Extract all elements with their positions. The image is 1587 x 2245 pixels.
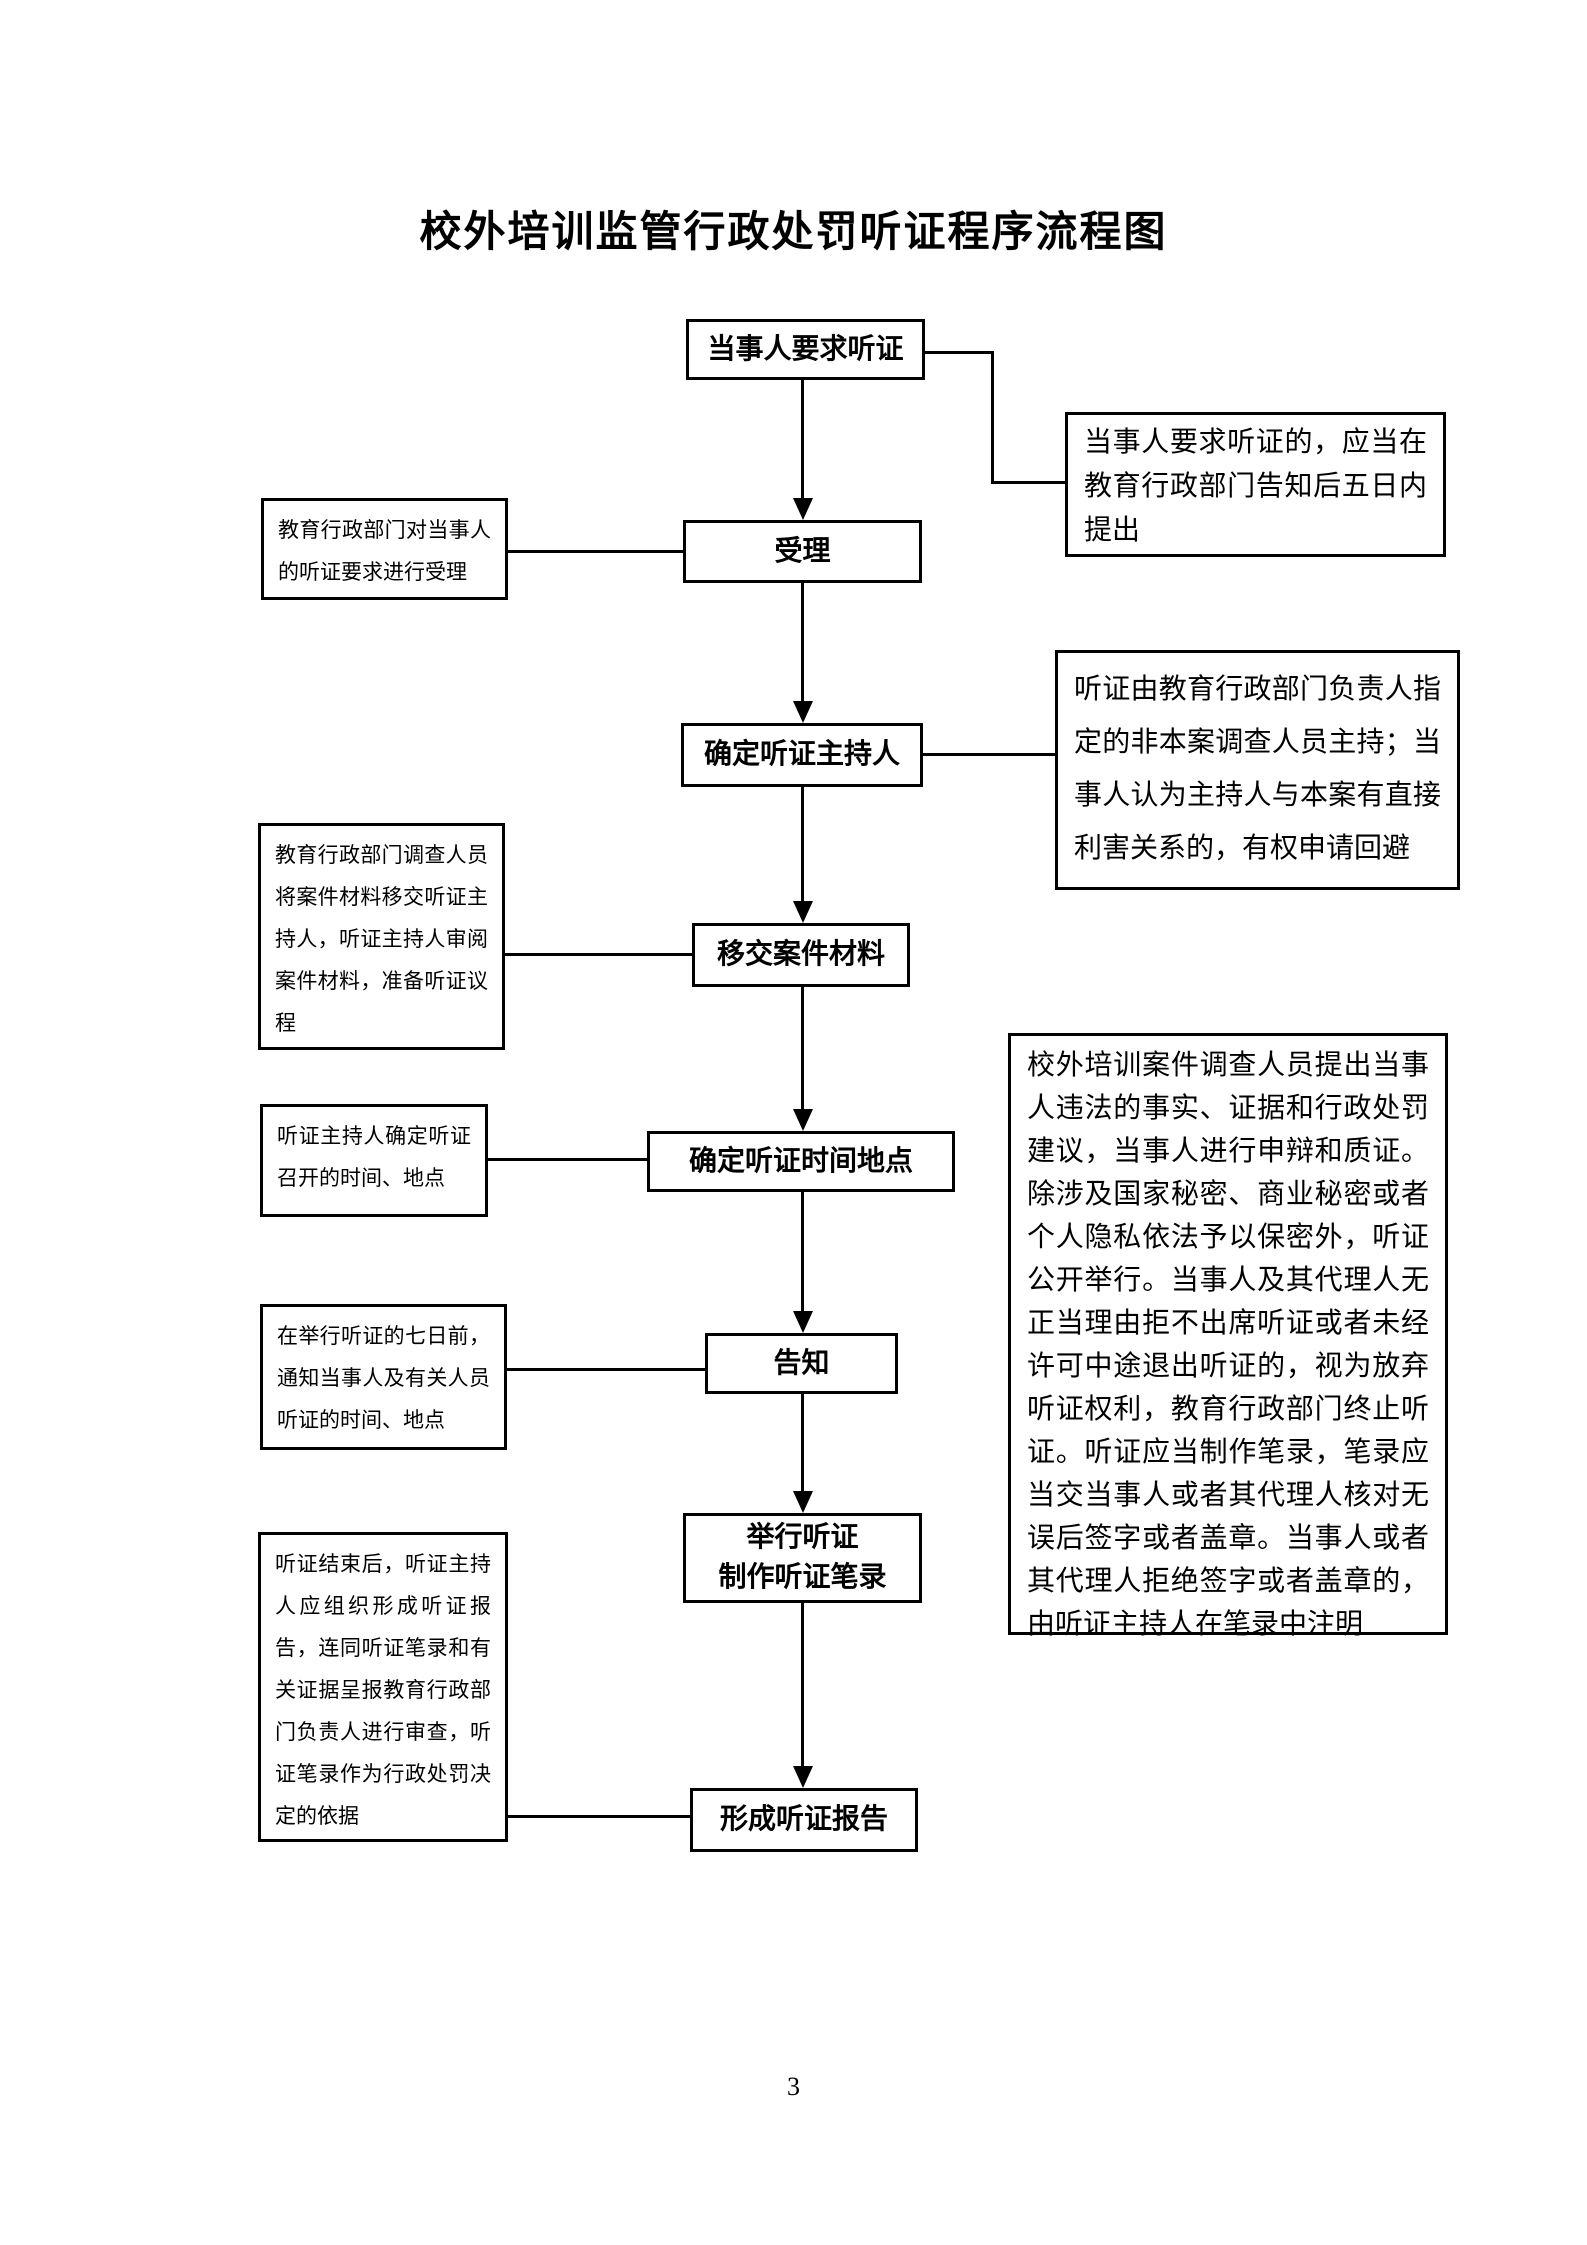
arrow-line-4: [801, 987, 804, 1109]
note-five-days-request: 当事人要求听证的，应当在教育行政部门告知后五日内提出: [1065, 412, 1446, 557]
arrow-down-icon: [793, 901, 813, 923]
note-set-time-place: 听证主持人确定听证召开的时间、地点: [260, 1104, 488, 1217]
connector-top-elbow-h1: [925, 351, 994, 354]
flow-step-determine-host: 确定听证主持人: [681, 723, 923, 787]
arrow-line-7: [801, 1603, 804, 1766]
arrow-line-6: [801, 1394, 804, 1491]
flow-step-transfer-materials: 移交案件材料: [692, 923, 910, 987]
note-host-recusal: 听证由教育行政部门负责人指定的非本案调查人员主持；当事人认为主持人与本案有直接利…: [1055, 650, 1460, 890]
flow-step-accept: 受理: [683, 520, 922, 583]
connector-host-recusal: [923, 753, 1055, 756]
flow-step-request-hearing: 当事人要求听证: [686, 319, 925, 380]
connector-time-place: [488, 1158, 647, 1161]
note-transfer-materials: 教育行政部门调查人员将案件材料移交听证主持人，听证主持人审阅案件材料，准备听证议…: [258, 823, 505, 1050]
arrow-down-icon: [793, 1311, 813, 1333]
arrow-down-icon: [793, 701, 813, 723]
connector-report: [508, 1815, 690, 1818]
note-accept-requirement: 教育行政部门对当事人的听证要求进行受理: [261, 498, 508, 600]
arrow-line-1: [801, 380, 804, 500]
page-title: 校外培训监管行政处罚听证程序流程图: [419, 208, 1168, 255]
connector-transfer: [505, 953, 692, 956]
arrow-down-icon: [793, 498, 813, 520]
arrow-line-5: [801, 1192, 804, 1311]
flow-step-set-time-place: 确定听证时间地点: [647, 1131, 955, 1192]
arrow-down-icon: [793, 1766, 813, 1788]
connector-accept: [508, 550, 683, 553]
arrow-line-3: [801, 787, 804, 903]
connector-notify: [507, 1368, 705, 1371]
arrow-line-2: [801, 583, 804, 703]
note-hearing-procedure: 校外培训案件调查人员提出当事人违法的事实、证据和行政处罚建议，当事人进行申辩和质…: [1008, 1033, 1448, 1640]
note-seven-days-notice: 在举行听证的七日前，通知当事人及有关人员听证的时间、地点: [260, 1304, 507, 1450]
note-report-review: 听证结束后，听证主持人应组织形成听证报告，连同听证笔录和有关证据呈报教育行政部门…: [258, 1532, 508, 1842]
connector-top-elbow-h2: [991, 481, 1065, 484]
arrow-down-icon: [793, 1491, 813, 1513]
flow-step-hold-hearing: 举行听证 制作听证笔录: [683, 1513, 922, 1603]
flow-step-notify: 告知: [705, 1333, 898, 1394]
arrow-down-icon: [793, 1109, 813, 1131]
page-number: 3: [787, 2072, 800, 2101]
connector-top-elbow-v: [991, 351, 994, 484]
flow-step-hearing-report: 形成听证报告: [690, 1788, 918, 1852]
